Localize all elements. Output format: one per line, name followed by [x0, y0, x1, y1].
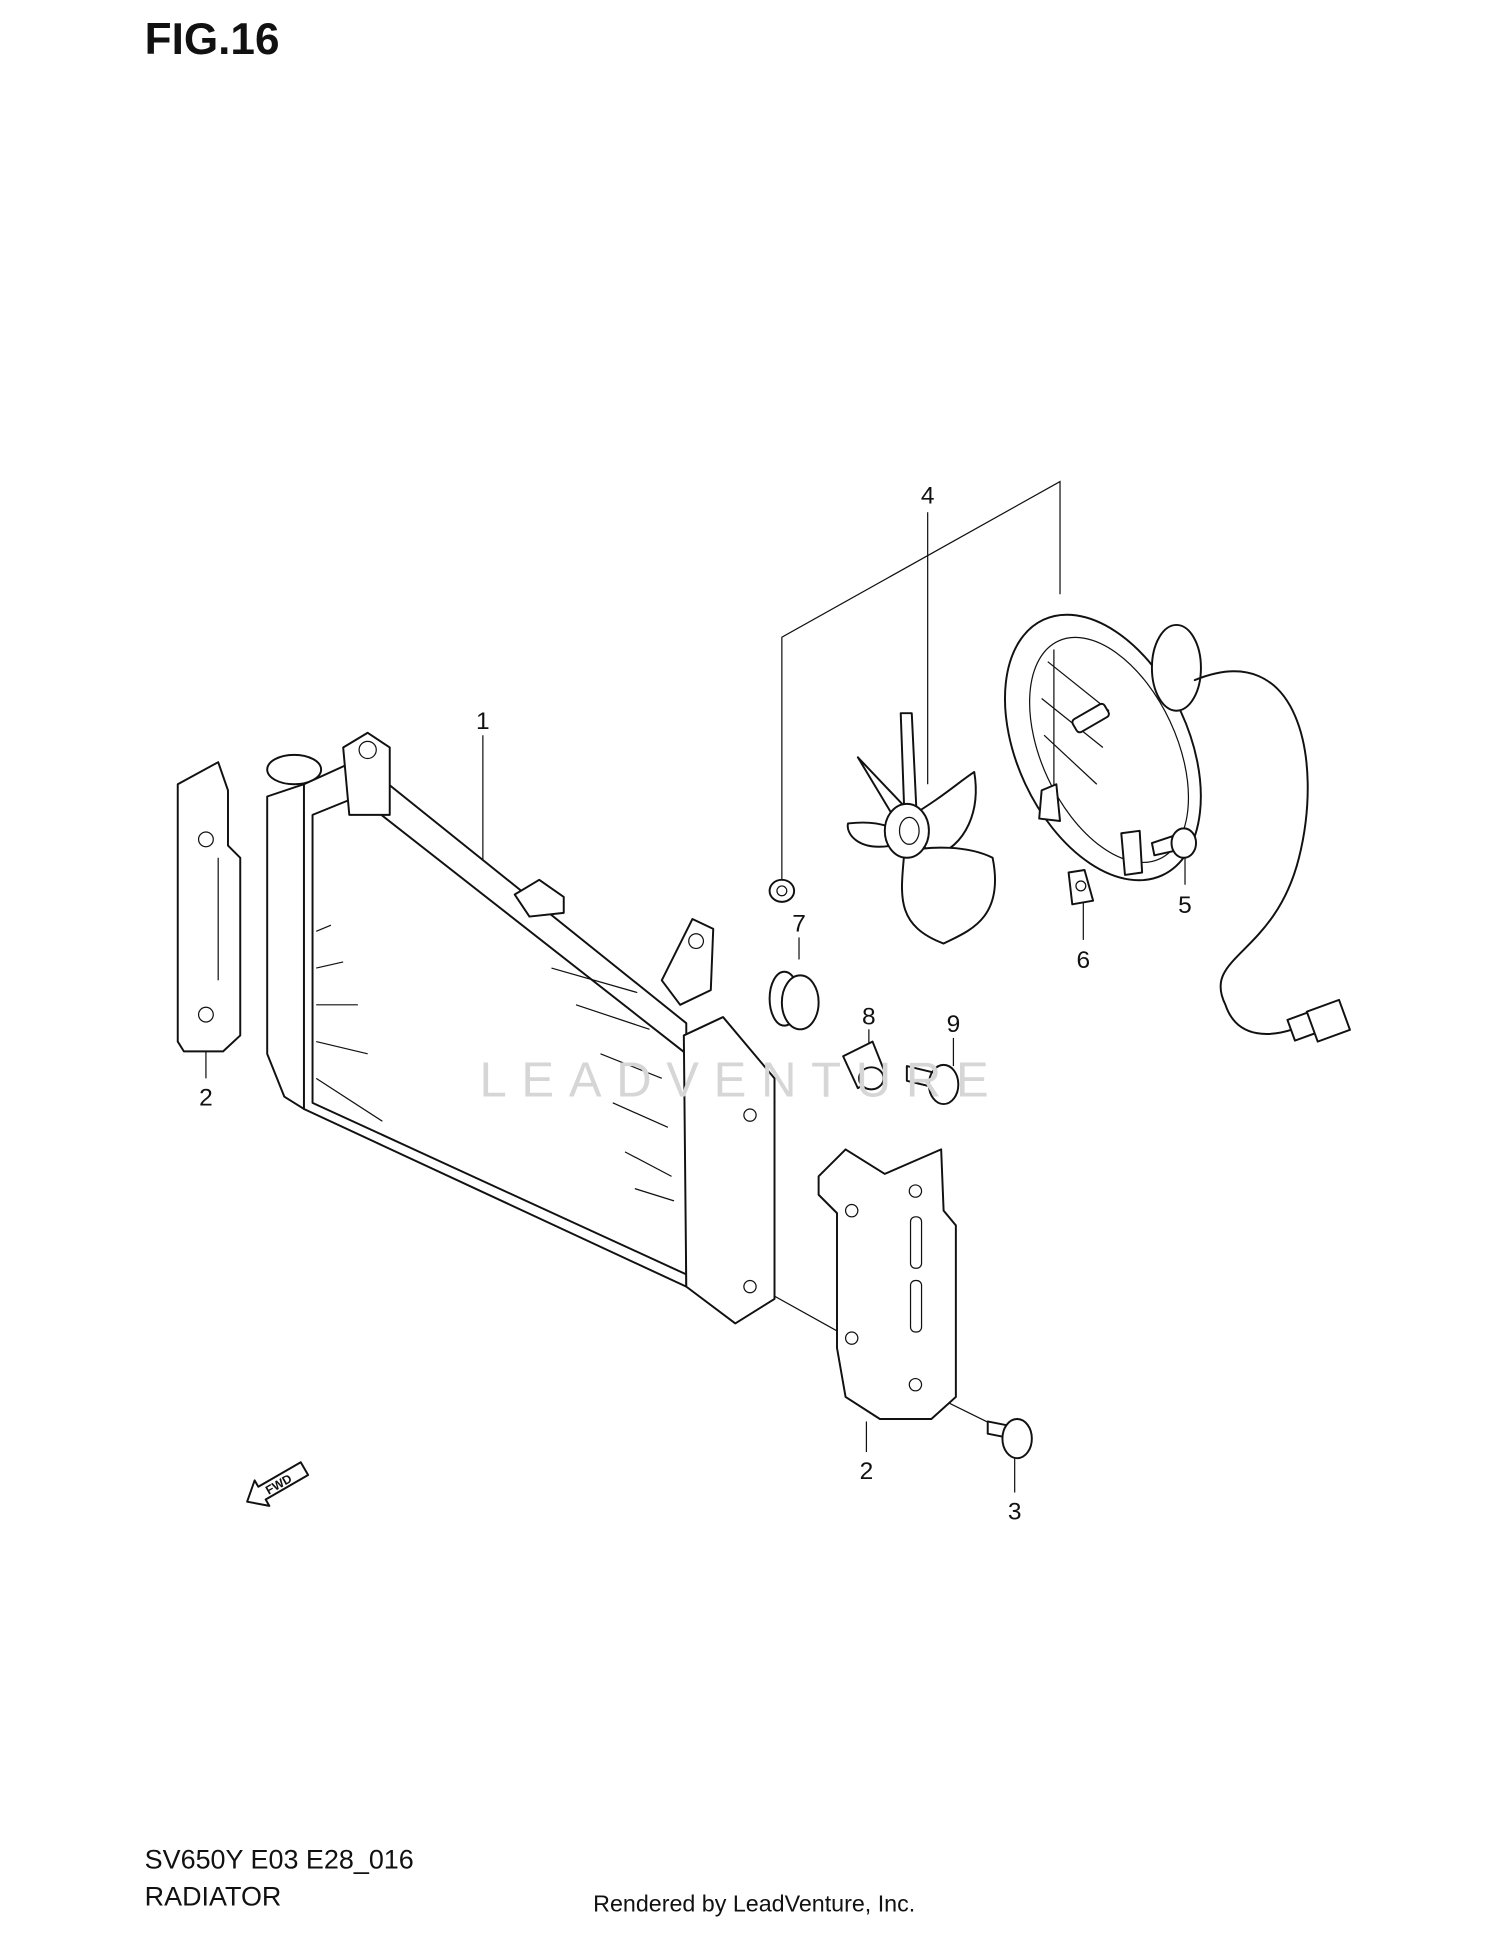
- screw-3: [986, 1418, 1033, 1460]
- fan-motor: [1003, 613, 1351, 1043]
- collar: [842, 1040, 886, 1091]
- bolt-9: [905, 1063, 960, 1106]
- clip-nut: [1067, 869, 1095, 906]
- radiator: [266, 731, 776, 1325]
- fan-blade: [846, 712, 996, 945]
- right-bracket: [817, 1148, 957, 1420]
- figure-title: FIG.16: [145, 15, 280, 64]
- callout-6: 6: [1076, 947, 1090, 974]
- callout-7: 7: [792, 910, 806, 937]
- watermark: LEADVENTURE: [479, 1054, 1003, 1108]
- nut: [768, 878, 796, 903]
- section-name: RADIATOR: [145, 1881, 282, 1911]
- callout-8: 8: [862, 1003, 876, 1030]
- callout-3: 3: [1008, 1498, 1022, 1525]
- callout-9: 9: [947, 1011, 961, 1038]
- left-bracket: [176, 761, 242, 1053]
- rendered-by: Rendered by LeadVenture, Inc.: [593, 1891, 915, 1917]
- bolt-5: [1150, 827, 1198, 859]
- callout-2-right: 2: [860, 1458, 874, 1485]
- grommet: [768, 970, 820, 1031]
- fwd-arrow-icon: FWD: [246, 1461, 310, 1507]
- callout-1: 1: [476, 708, 490, 735]
- callout-5: 5: [1178, 892, 1192, 919]
- callout-2-left: 2: [199, 1084, 213, 1111]
- radiator-fins: [315, 924, 675, 1202]
- model-code: SV650Y E03 E28_016: [145, 1845, 414, 1875]
- callout-4: 4: [921, 483, 935, 510]
